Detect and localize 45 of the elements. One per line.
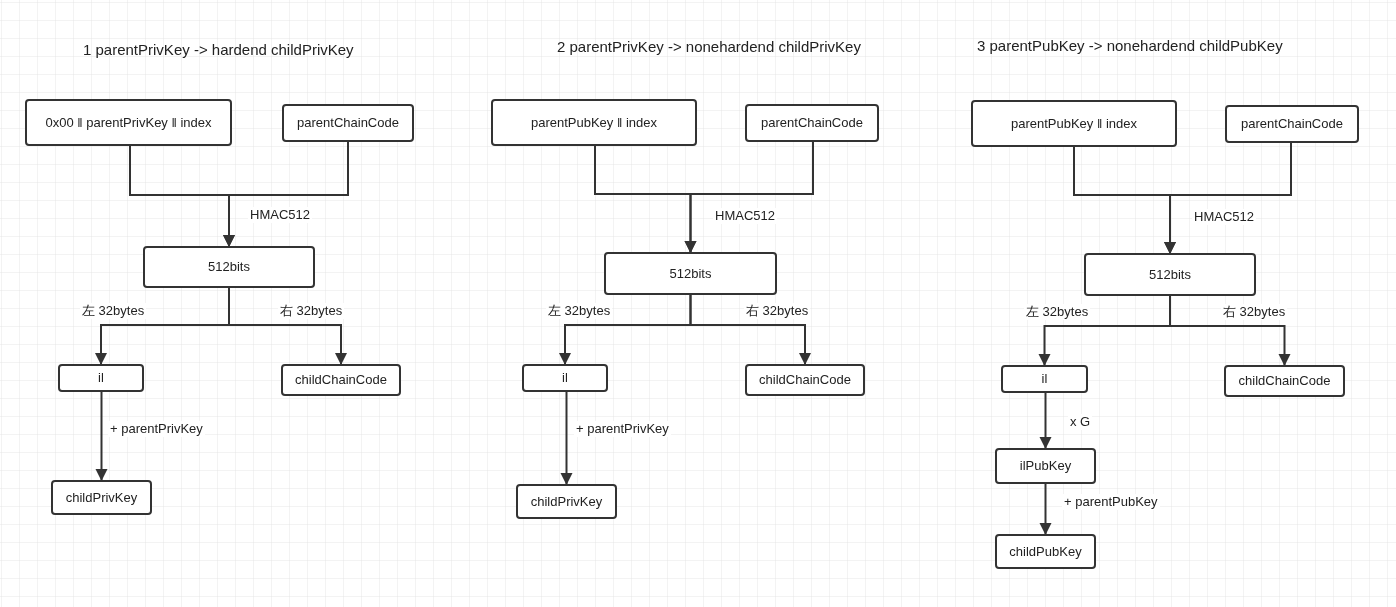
arrow <box>1039 392 1052 449</box>
edge-label: 右 32bytes <box>1221 304 1288 320</box>
arrow <box>223 141 349 247</box>
process-box: ilPubKey <box>995 448 1096 484</box>
edge-label: HMAC512 <box>713 208 777 224</box>
process-box: childPrivKey <box>51 480 152 515</box>
process-box: parentChainCode <box>282 104 414 142</box>
process-box: il <box>1001 365 1088 393</box>
process-box: 512bits <box>1084 253 1256 296</box>
arrow <box>228 287 347 365</box>
edge-label: + parentPrivKey <box>574 421 671 437</box>
process-box: 0x00 ‖ parentPrivKey ‖ index <box>25 99 232 146</box>
process-box: parentPubKey ‖ index <box>971 100 1177 147</box>
edge-label: 左 32bytes <box>546 303 613 319</box>
process-box: childChainCode <box>745 364 865 396</box>
arrow <box>560 391 573 485</box>
process-box: parentChainCode <box>745 104 879 142</box>
arrow <box>689 294 811 365</box>
edge-label: 右 32bytes <box>278 303 345 319</box>
diagram-heading: 2 parentPrivKey -> nonehardend childPrivKey <box>557 37 861 57</box>
process-box: il <box>522 364 608 392</box>
process-box: childChainCode <box>281 364 401 396</box>
arrow <box>684 141 814 253</box>
arrow <box>1039 483 1052 535</box>
process-box: 512bits <box>143 246 315 288</box>
edge-label: 左 32bytes <box>80 303 147 319</box>
process-box: childPrivKey <box>516 484 617 519</box>
process-box: parentPubKey ‖ index <box>491 99 697 146</box>
process-box: parentChainCode <box>1225 105 1359 143</box>
edge-label: 右 32bytes <box>744 303 811 319</box>
edge-label: + parentPubKey <box>1062 494 1160 510</box>
edge-label: 左 32bytes <box>1024 304 1091 320</box>
process-box: childChainCode <box>1224 365 1345 397</box>
arrow <box>1169 295 1291 366</box>
edge-label: x G <box>1068 414 1093 430</box>
edge-label: HMAC512 <box>248 207 312 223</box>
edge-label: + parentPrivKey <box>108 421 205 437</box>
process-box: childPubKey <box>995 534 1096 569</box>
process-box: 512bits <box>604 252 777 295</box>
process-box: il <box>58 364 144 392</box>
diagram-heading: 3 parentPubKey -> nonehardend childPubKey <box>977 36 1283 56</box>
arrow <box>95 391 108 481</box>
edge-label: HMAC512 <box>1192 209 1256 225</box>
diagram-heading: 1 parentPrivKey -> hardend childPrivKey <box>83 40 354 60</box>
arrow <box>1164 142 1292 254</box>
